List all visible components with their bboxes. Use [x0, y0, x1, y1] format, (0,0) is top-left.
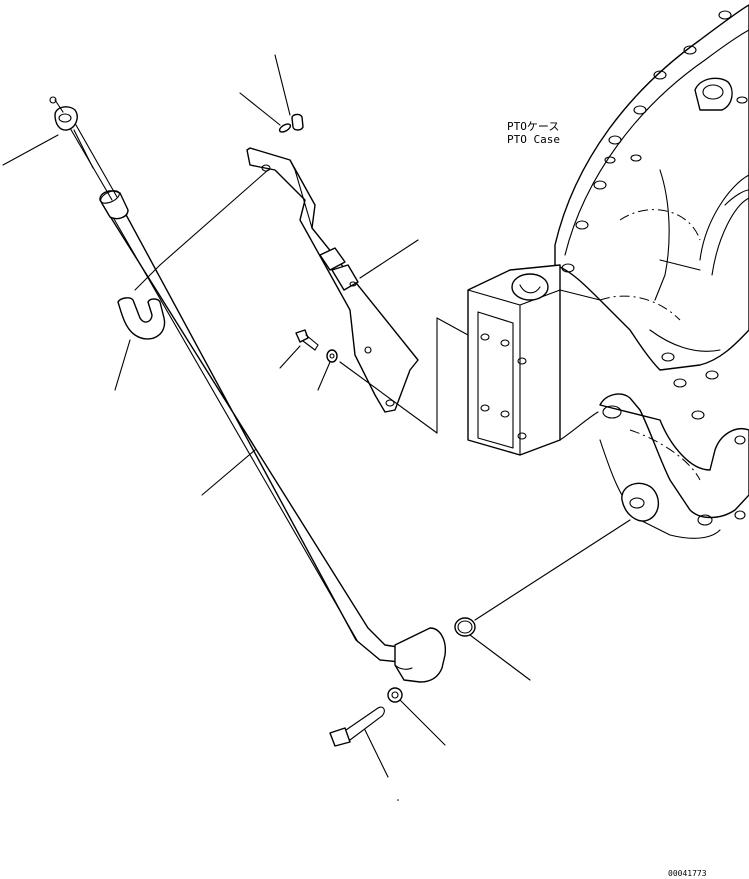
flange-bolts — [561, 10, 732, 273]
pto-case-label-en: PTO Case — [507, 133, 560, 146]
small-parts — [278, 113, 476, 747]
u-clamp — [117, 297, 166, 340]
tube-flange-block — [394, 627, 447, 683]
pto-case-label-jp: PTOケース — [507, 120, 559, 133]
dipstick-gauge — [49, 96, 118, 201]
drawing-number: 00041773 — [668, 869, 707, 878]
mounting-bracket — [246, 147, 419, 413]
dipstick-tube — [99, 190, 405, 663]
pto-case-housing — [467, 4, 749, 539]
leader-lines — [2, 54, 631, 801]
